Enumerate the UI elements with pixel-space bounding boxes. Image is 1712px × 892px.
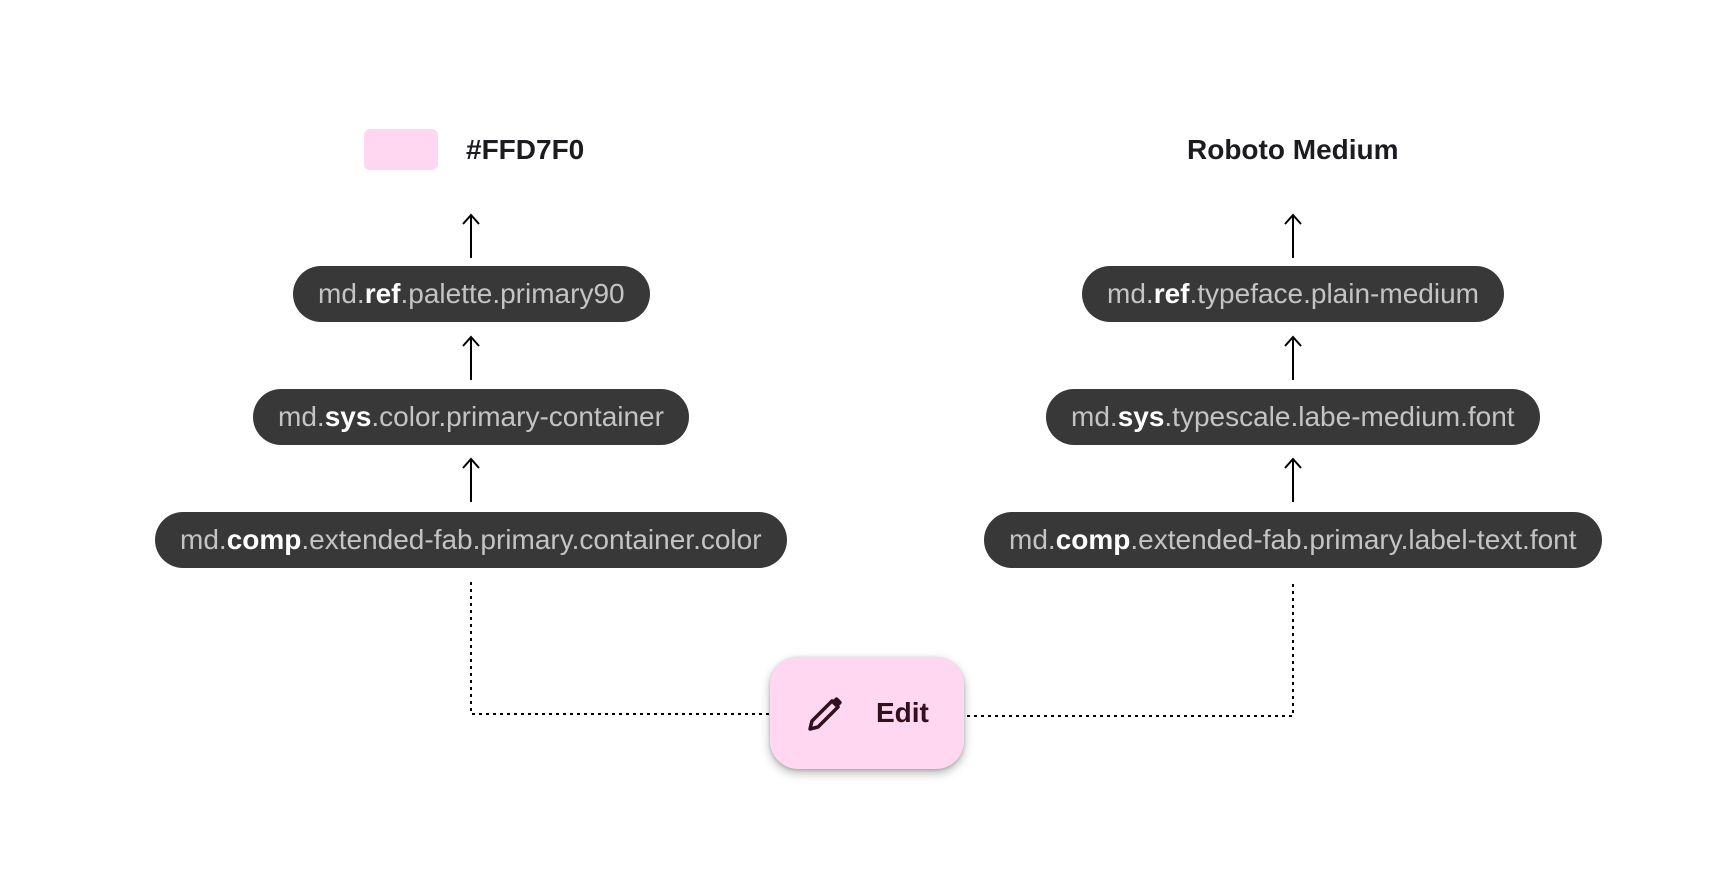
arrow-up-icon [1284,457,1302,502]
arrow-up-icon [462,457,480,502]
token-pill-ref-typeface: md.ref.typeface.plain-medium [1082,266,1504,322]
token-pill-comp-container-color: md.comp.extended-fab.primary.container.c… [155,512,787,568]
color-value-label: #FFD7F0 [466,134,585,165]
pencil-icon [808,697,842,731]
token-pill-sys-typescale: md.sys.typescale.labe-medium.font [1046,389,1540,445]
edit-extended-fab[interactable]: Edit [770,657,964,769]
arrow-up-icon [1284,335,1302,380]
token-pill-comp-label-text-font: md.comp.extended-fab.primary.label-text.… [984,512,1602,568]
arrow-up-icon [462,213,480,258]
fab-label: Edit [876,697,929,728]
font-value-label: Roboto Medium [1187,134,1399,165]
left-connector [470,582,770,715]
arrow-up-icon [462,335,480,380]
arrow-up-icon [1284,213,1302,258]
token-pill-sys-color: md.sys.color.primary-container [253,389,689,445]
right-connector [925,582,1294,717]
color-swatch [364,129,438,170]
token-pill-ref-palette: md.ref.palette.primary90 [293,266,650,322]
